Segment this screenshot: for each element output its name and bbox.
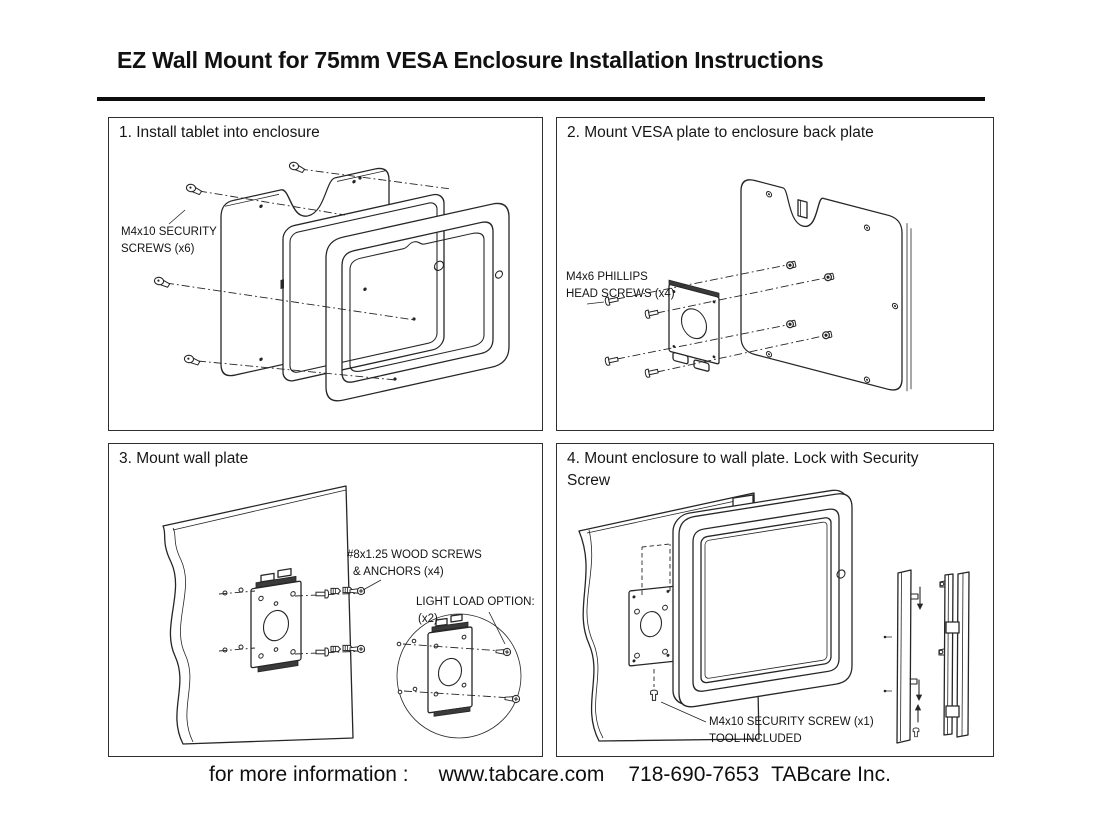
- step1-exploded-view-diagram: M4x10 SECURITY SCREWS (x6): [121, 161, 510, 402]
- footer-prefix: for more information :: [209, 763, 409, 786]
- wall-plate-drawing: [250, 568, 302, 673]
- wood-screw-head-icon: [504, 694, 521, 704]
- security-screw-icon: [912, 727, 920, 738]
- step3-screw-label-line1: #8x1.25 WOOD SCREWS: [347, 549, 482, 561]
- wood-screw-head-icon: [349, 644, 366, 654]
- step1-panel: 1. Install tablet into enclosure: [108, 117, 543, 431]
- security-screw-icon: [153, 276, 171, 289]
- wall-plate-drawing: [628, 585, 675, 667]
- step2-heading: 2. Mount VESA plate to enclosure back pl…: [567, 124, 874, 141]
- step3-panel: 3. Mount wall plate: [108, 443, 543, 757]
- step3-option-label-line2: (x2): [418, 613, 438, 625]
- vesa-plate-drawing: [668, 279, 720, 372]
- wood-screw-head-icon: [495, 647, 512, 657]
- security-screw-icon: [183, 354, 201, 366]
- step2-screw-label-line2: HEAD SCREWS (x4): [566, 288, 675, 300]
- side-profile-view-drawing: [883, 569, 970, 744]
- step4-panel: 4. Mount enclosure to wall plate. Lock w…: [556, 443, 994, 757]
- security-screw-icon: [288, 161, 307, 174]
- footer-company: TABcare Inc.: [771, 763, 891, 786]
- phillips-screw-icon: [644, 366, 660, 379]
- step1-screw-label-line2: SCREWS (x6): [121, 243, 195, 255]
- phillips-screw-icon: [604, 354, 620, 367]
- step2-vesa-plate-diagram: M4x6 PHILLIPS HEAD SCREWS (x4): [566, 179, 912, 392]
- step1-screw-label-line1: M4x10 SECURITY: [121, 226, 217, 238]
- step3-wall-plate-diagram: #8x1.25 WOOD SCREWS & ANCHORS (x4): [162, 485, 535, 745]
- step4-screw-label-line2: TOOL INCLUDED: [709, 733, 802, 745]
- step3-heading: 3. Mount wall plate: [119, 450, 249, 467]
- light-load-detail-drawing: [396, 613, 522, 739]
- wall-anchor-icon: [330, 587, 341, 595]
- enclosure-assembly-drawing: [672, 489, 853, 708]
- footer-website: www.tabcare.com: [438, 763, 605, 786]
- phillips-screw-icon: [644, 307, 660, 320]
- enclosure-back-plate-drawing: [740, 179, 912, 392]
- step3-screw-label-line2: & ANCHORS (x4): [353, 566, 444, 578]
- enclosure-front-frame-drawing: [325, 202, 510, 402]
- step3-option-label-line1: LIGHT LOAD OPTION:: [416, 596, 535, 608]
- footer-phone: 718-690-7653: [628, 763, 760, 786]
- step2-panel: 2. Mount VESA plate to enclosure back pl…: [556, 117, 994, 431]
- footer-contact-line: for more information : www.tabcare.com 718…: [0, 763, 1100, 787]
- wood-screw-head-icon: [349, 586, 366, 596]
- step4-heading: 4. Mount enclosure to wall plate. Lock w…: [567, 450, 919, 489]
- step1-heading: 1. Install tablet into enclosure: [119, 124, 320, 141]
- security-screw-icon: [185, 183, 204, 196]
- step2-screw-label-line1: M4x6 PHILLIPS: [566, 271, 648, 283]
- screw-axis-line: [299, 168, 452, 190]
- tablet-drawing: [280, 193, 445, 382]
- wall-anchor-icon: [330, 645, 341, 653]
- step4-mounting-diagram: M4x10 SECURITY SCREW (x1) TOOL INCLUDED: [578, 489, 970, 745]
- title-divider: [97, 97, 985, 101]
- step4-screw-label-line1: M4x10 SECURITY SCREW (x1): [709, 716, 874, 728]
- page-title: EZ Wall Mount for 75mm VESA Enclosure In…: [117, 47, 824, 73]
